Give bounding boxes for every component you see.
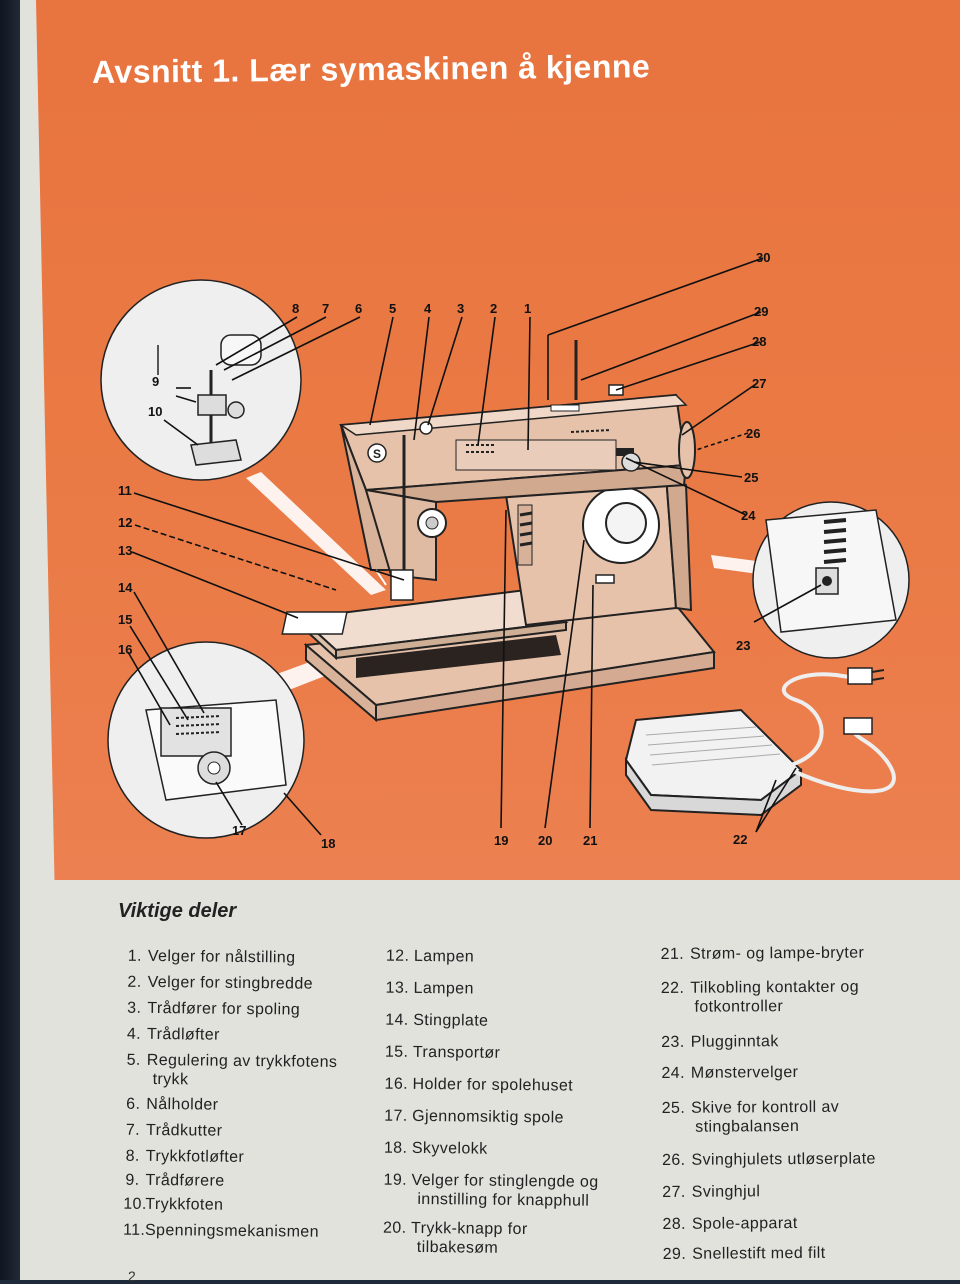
sewing-machine-diagram: S — [100, 250, 910, 851]
callout-2: 2 — [490, 301, 497, 316]
part-item: 2.Velger for stingbredde — [127, 973, 314, 993]
part-item: 17.Gjennomsiktig spole — [384, 1107, 564, 1127]
page-title: Avsnitt 1. Lær symaskinen å kjenne — [91, 48, 651, 90]
callout-6: 6 — [355, 301, 362, 316]
callout-24: 24 — [741, 508, 756, 523]
brand-logo — [367, 443, 387, 463]
part-item: 7.Trådkutter — [125, 1121, 223, 1140]
machine-base — [303, 603, 716, 723]
callout-4: 4 — [424, 301, 432, 316]
detail-circle-needle-plate — [107, 641, 305, 839]
part-item: 16.Holder for spolehuset — [384, 1075, 574, 1095]
leader-lines — [127, 257, 822, 836]
callout-11: 11 — [118, 483, 132, 498]
part-item: 8.Trykkfotløfter — [125, 1147, 245, 1166]
part-item: 24.Mønstervelger — [661, 1064, 799, 1082]
callout-30: 30 — [756, 250, 770, 265]
callout-7: 7 — [322, 301, 329, 316]
part-item: 1.Velger for nålstilling — [127, 947, 296, 967]
part-item: 21.Strøm- og lampe-bryter — [660, 944, 865, 963]
callout-16: 16 — [118, 642, 132, 657]
foot-control — [624, 667, 896, 817]
part-item: 22.Tilkobling kontakter og — [660, 978, 860, 997]
callout-17: 17 — [232, 823, 246, 838]
part-item: 9.Trådførere — [125, 1171, 225, 1190]
handwheel — [678, 421, 696, 479]
part-item: 28.Spole-apparat — [662, 1215, 798, 1233]
callout-28: 28 — [752, 334, 766, 349]
callout-19: 19 — [494, 833, 508, 848]
callout-15: 15 — [118, 612, 132, 627]
part-item: 12.Lampen — [385, 947, 475, 966]
part-item: 20.Trykk-knapp for — [382, 1219, 528, 1239]
part-item: 27.Svinghjul — [662, 1183, 761, 1201]
part-item: 18.Skyvelokk — [383, 1139, 488, 1158]
part-item: 3.Trådfører for spoling — [127, 999, 301, 1019]
detail-pointer-right — [711, 555, 766, 575]
parts-heading: Viktige deler — [118, 900, 237, 922]
power-switch — [595, 574, 615, 584]
detail-pointer-top — [246, 472, 386, 595]
part-item: 13.Lampen — [385, 979, 474, 998]
part-item-continued: trykk — [152, 1070, 189, 1089]
callout-1: 1 — [524, 301, 531, 316]
part-item: 5.Regulering av trykkfotens — [126, 1051, 338, 1071]
part-item-continued: innstilling for knapphull — [417, 1190, 590, 1210]
callout-20: 20 — [538, 833, 552, 848]
svg-text:S: S — [373, 447, 381, 461]
part-item-continued: tilbakesøm — [416, 1238, 499, 1257]
callout-26: 26 — [746, 426, 760, 441]
callout-labels: 1 2 3 4 5 6 7 8 9 10 11 12 13 14 15 16 1… — [118, 250, 770, 851]
callout-22: 22 — [733, 832, 747, 847]
part-item-continued: stingbalansen — [695, 1117, 800, 1136]
callout-13: 13 — [118, 543, 132, 558]
part-item: 14.Stingplate — [385, 1011, 489, 1030]
part-item: 6.Nålholder — [126, 1095, 219, 1114]
part-item: 29.Snellestift med filt — [662, 1244, 826, 1263]
callout-14: 14 — [118, 580, 133, 595]
callout-25: 25 — [744, 470, 758, 485]
part-item: 26.Svinghjulets utløserplate — [661, 1150, 876, 1169]
part-item: 10.Trykkfoten — [123, 1195, 224, 1214]
part-item-continued: fotkontroller — [694, 998, 784, 1016]
callout-3: 3 — [457, 301, 464, 316]
callout-9: 9 — [152, 374, 159, 389]
callout-5: 5 — [389, 301, 396, 316]
part-item: 19.Velger for stinglengde og — [383, 1171, 599, 1191]
part-item: 4.Trådløfter — [126, 1025, 220, 1044]
detail-circle-presser-foot — [100, 279, 302, 481]
callout-12: 12 — [118, 515, 132, 530]
needle-assembly — [375, 435, 447, 601]
detail-circle-plug-socket — [752, 501, 910, 659]
callout-21: 21 — [583, 833, 597, 848]
callout-27: 27 — [752, 376, 766, 391]
machine-bed — [281, 588, 569, 661]
part-item: 23.Plugginntak — [661, 1033, 779, 1051]
part-item: 11.Spenningsmekanismen — [122, 1221, 320, 1241]
callout-8: 8 — [292, 301, 299, 316]
callout-18: 18 — [321, 836, 335, 851]
machine-body — [504, 473, 693, 627]
machine-arm: S — [338, 340, 696, 582]
page-number: 2 — [128, 1268, 136, 1284]
callout-29: 29 — [754, 304, 768, 319]
part-item: 25.Skive for kontroll av — [661, 1098, 840, 1117]
part-item: 15.Transportør — [384, 1043, 501, 1062]
callout-10: 10 — [148, 404, 162, 419]
callout-23: 23 — [736, 638, 750, 653]
